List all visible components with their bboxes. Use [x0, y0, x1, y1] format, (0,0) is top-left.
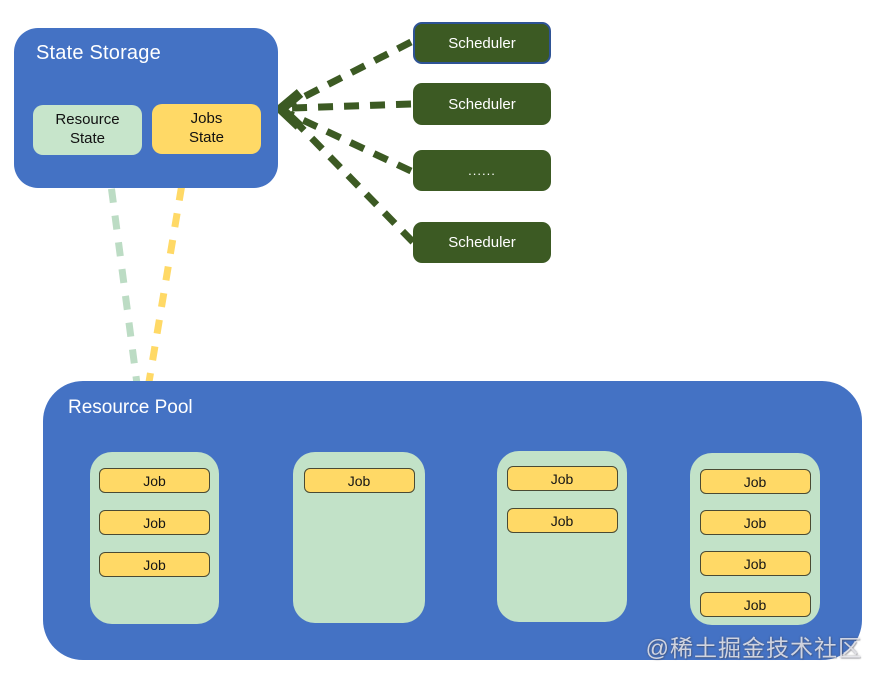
resource-state-label: Resource State [55, 111, 120, 147]
jobs-state-box: Jobs State [152, 104, 261, 154]
connector-jobs-state [145, 159, 190, 383]
scheduler-ellipsis-label: ...... [468, 163, 496, 178]
scheduler-label: Scheduler [448, 34, 516, 52]
job-box: Job [699, 592, 811, 617]
job-box: Job [99, 468, 210, 493]
state-storage-box: State Storage Resource State Jobs State [14, 28, 278, 188]
scheduler-box-ellipsis: ...... [413, 150, 551, 191]
connector-scheduler-2 [291, 100, 412, 112]
pool-node-4: Job Job Job Job [690, 453, 820, 625]
connector-resource-state [104, 161, 141, 385]
job-box: Job [699, 510, 811, 535]
scheduler-label: Scheduler [448, 234, 516, 251]
pool-node-1: Job Job Job [90, 452, 219, 624]
scheduler-box-1: Scheduler [413, 22, 551, 64]
connector-scheduler-1 [288, 38, 413, 108]
jobs-state-label: Jobs State [188, 110, 225, 146]
scheduler-box-4: Scheduler [413, 222, 551, 263]
job-box: Job [303, 468, 415, 493]
pool-node-2: Job [293, 452, 425, 623]
job-box: Job [99, 510, 210, 535]
connector-scheduler-3 [288, 110, 413, 175]
job-box: Job [506, 466, 618, 491]
pool-node-3: Job Job [497, 451, 627, 622]
job-box: Job [699, 469, 811, 494]
job-box: Job [506, 508, 618, 533]
scheduler-label: Scheduler [448, 95, 516, 113]
state-storage-title: State Storage [36, 42, 161, 64]
arrowhead-left-icon [273, 89, 304, 130]
job-box: Job [699, 551, 811, 576]
resource-pool-box: Resource Pool Job Job Job Job Job Job Jo… [43, 381, 862, 660]
scheduler-box-2: Scheduler [413, 83, 551, 125]
connector-scheduler-4 [289, 115, 416, 245]
job-box: Job [99, 552, 210, 577]
resource-state-box: Resource State [33, 105, 142, 155]
resource-pool-title: Resource Pool [68, 397, 193, 418]
watermark: @稀土掘金技术社区 [645, 635, 862, 661]
